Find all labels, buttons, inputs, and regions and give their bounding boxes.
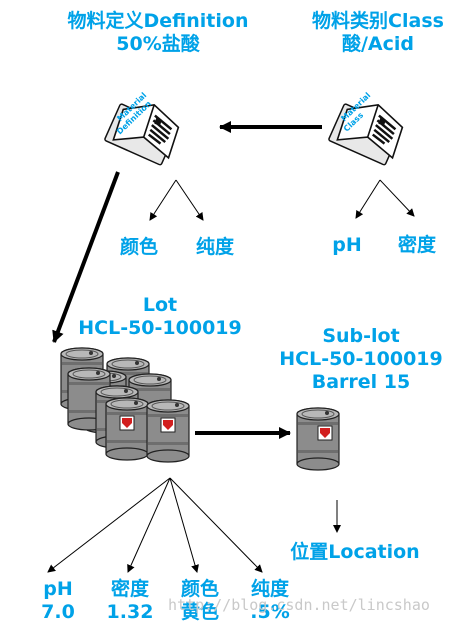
- sublot-title: Sub-lot: [322, 325, 400, 347]
- lot-property-ph: pH 7.0: [30, 578, 86, 624]
- material-definition-value: 50%盐酸: [116, 33, 200, 55]
- lot-id: HCL-50-100019: [78, 317, 242, 339]
- lot-property-arrows: [47, 477, 263, 573]
- lot-property-name: 纯度: [250, 578, 289, 600]
- lot-property-value: 黄色: [180, 601, 219, 623]
- class-attr-arrow-left: [355, 179, 381, 219]
- lot-property-value: .5%: [250, 601, 290, 623]
- lot-title: Lot: [142, 294, 178, 316]
- sublot-location: 位置Location: [290, 541, 420, 563]
- lot-property-value: 1.32: [106, 601, 154, 623]
- material-class-label: 物料类别Class 酸/Acid: [298, 10, 458, 56]
- sublot-barrel: Barrel 15: [311, 371, 411, 393]
- watermark-text: http://blog.csdn.net/lincshao: [168, 596, 430, 614]
- lot-label: Lot HCL-50-100019: [60, 294, 260, 340]
- lot-property-value: 7.0: [41, 601, 75, 623]
- lot-property-density: 密度 1.32: [100, 578, 160, 624]
- material-class-book-icon: Material Class: [325, 91, 408, 169]
- definition-attr-color: 颜色: [119, 236, 158, 258]
- lot-property-purity: 纯度 .5%: [242, 578, 298, 624]
- material-definition-label: 物料定义Definition 50%盐酸: [48, 10, 268, 56]
- class-attr-arrow-right: [379, 179, 415, 217]
- material-definition-book-icon: Material Definition: [101, 91, 184, 169]
- definition-attr-arrow-left: [149, 179, 177, 221]
- class-attr-density: 密度: [397, 234, 436, 256]
- lot-property-name: 密度: [110, 578, 149, 600]
- sublot-label: Sub-lot HCL-50-100019 Barrel 15: [266, 325, 456, 394]
- lot-property-name: 颜色: [180, 578, 219, 600]
- lot-property-color: 颜色 黄色: [172, 578, 228, 624]
- material-definition-title: 物料定义Definition: [67, 10, 249, 32]
- material-class-title: 物料类别Class: [312, 10, 444, 32]
- sublot-barrel-icon: [296, 407, 340, 471]
- material-class-value: 酸/Acid: [341, 33, 415, 55]
- definition-to-lot-arrow: [52, 171, 120, 343]
- lot-barrels-icon: [60, 347, 190, 463]
- class-attr-ph: pH: [332, 234, 362, 256]
- sublot-id: HCL-50-100019: [279, 348, 443, 370]
- definition-attr-purity: 纯度: [195, 236, 234, 258]
- definition-attr-arrow-right: [175, 179, 204, 221]
- lot-property-name: pH: [43, 578, 73, 600]
